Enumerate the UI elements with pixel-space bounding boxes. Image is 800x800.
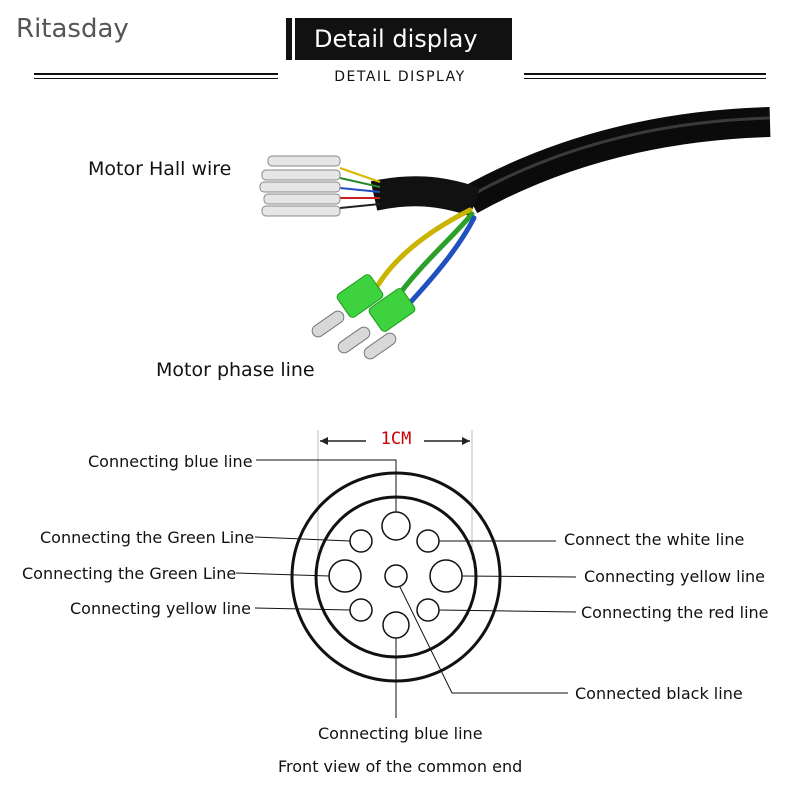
phase-wires (375, 207, 477, 308)
label-left-yellow: Connecting yellow line (70, 599, 252, 618)
pin-red (416, 598, 440, 622)
pin-top-blue (381, 511, 411, 541)
label-left-green-2: Connecting the Green Line (22, 564, 237, 583)
label-right-red: Connecting the red line (581, 603, 769, 622)
title-accent-bar (286, 18, 295, 60)
leader-lines (235, 459, 577, 718)
header-rule-left-top (34, 73, 278, 75)
pin-green-2 (328, 559, 362, 593)
brand-logo-text: Ritasday (16, 14, 129, 44)
diagram-caption: Front view of the common end (278, 757, 523, 776)
hall-wire-label: Motor Hall wire (88, 158, 232, 180)
main-cable (462, 107, 771, 214)
header-rule-right-top (524, 73, 766, 75)
pin-center-black (384, 564, 408, 588)
hall-wires (339, 167, 381, 209)
label-top-blue: Connecting blue line (88, 452, 253, 471)
hall-wire-sleeve (370, 176, 480, 217)
pin-yellow-left (349, 598, 373, 622)
connector-pins (328, 511, 463, 639)
pin-yellow-right (429, 559, 463, 593)
label-right-black: Connected black line (575, 684, 743, 703)
label-right-yellow: Connecting yellow line (584, 567, 766, 586)
bullet-connectors (311, 310, 397, 360)
pin-white (416, 529, 440, 553)
label-right-white: Connect the white line (564, 530, 745, 549)
section-title: Detail display (286, 18, 512, 60)
phase-terminals (336, 274, 416, 332)
header-rule-right-bottom (524, 78, 766, 79)
scale-arrow-right (462, 437, 470, 445)
hall-pins (259, 155, 341, 217)
scale-label: 1CM (380, 429, 412, 449)
header-rule-left-bottom (34, 78, 278, 79)
scale-arrow-left (320, 437, 328, 445)
section-subtitle: DETAIL DISPLAY (334, 69, 466, 85)
pin-green-1 (349, 529, 373, 553)
pin-bottom-blue (382, 611, 410, 639)
label-bottom-blue: Connecting blue line (318, 724, 483, 743)
label-left-green-1: Connecting the Green Line (40, 528, 255, 547)
phase-line-label: Motor phase line (156, 359, 315, 381)
